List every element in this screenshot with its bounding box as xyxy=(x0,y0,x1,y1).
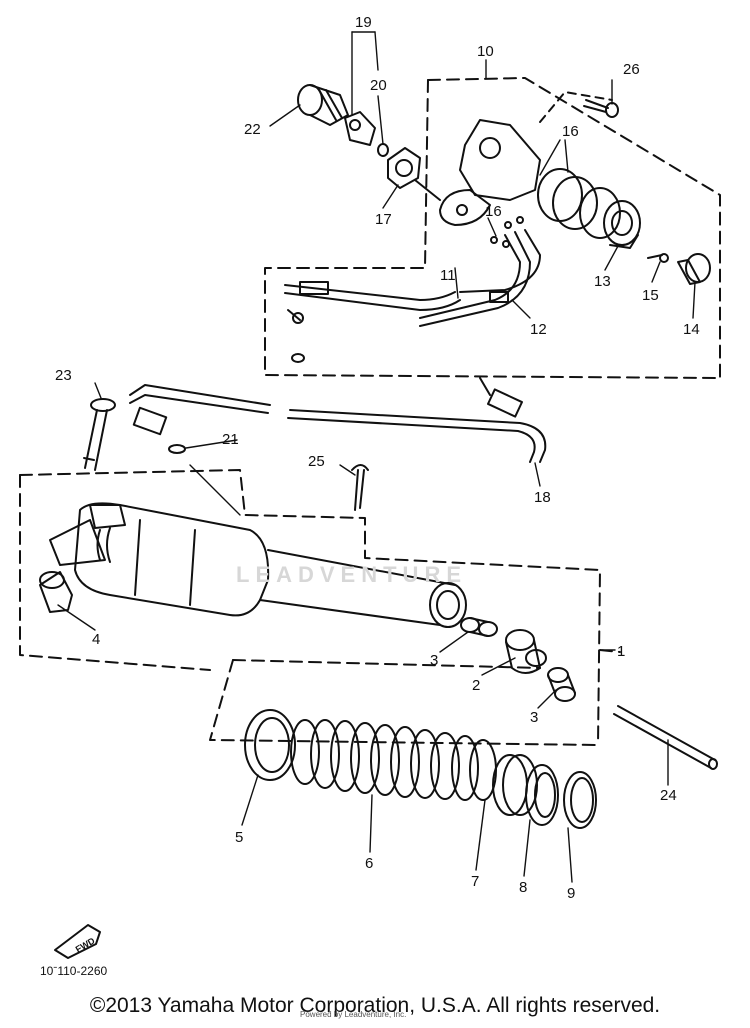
callout-6: 6 xyxy=(365,855,373,872)
rod-24 xyxy=(613,705,718,770)
ring-9 xyxy=(563,771,597,829)
ring-8 xyxy=(525,764,559,826)
callout-26: 26 xyxy=(623,61,640,78)
callout-2: 2 xyxy=(472,677,480,694)
screw-15 xyxy=(647,253,669,263)
knob-22 xyxy=(297,84,349,126)
hose-11-12 xyxy=(284,229,541,363)
callout-23: 23 xyxy=(55,367,72,384)
callout-9: 9 xyxy=(567,885,575,902)
watermark-text: LEADVENTURE xyxy=(236,562,468,587)
callout-7: 7 xyxy=(471,873,479,890)
knob-14 xyxy=(677,253,711,285)
callout-24: 24 xyxy=(660,787,677,804)
callout-21: 21 xyxy=(222,431,239,448)
nut-17 xyxy=(387,147,421,189)
callout-16-upper: 16 xyxy=(562,123,579,140)
callout-19: 19 xyxy=(355,14,372,31)
callout-8: 8 xyxy=(519,879,527,896)
bolt-23 xyxy=(83,398,116,471)
collar-3-lower xyxy=(547,667,576,702)
o-ring-21 xyxy=(168,444,186,454)
callout-20: 20 xyxy=(370,77,387,94)
spring-seat-5 xyxy=(244,709,296,781)
callout-22: 22 xyxy=(244,121,261,138)
copyright-notice: ©2013 Yamaha Motor Corporation, U.S.A. A… xyxy=(89,994,661,1017)
cotter-pin-25 xyxy=(351,464,369,511)
drawing-code: 10ˉ110-2260 xyxy=(40,964,108,978)
callout-16-lower: 16 xyxy=(485,203,502,220)
fwd-arrow-icon xyxy=(54,924,101,959)
guide-7 xyxy=(492,754,538,816)
exploded-parts-diagram: 1 2 3 3 4 5 6 7 8 9 10 11 12 13 14 15 16… xyxy=(19,14,721,959)
callout-3-upper: 3 xyxy=(430,652,438,669)
small-credit: Powered by Leadventure, Inc. xyxy=(300,1010,407,1019)
fwd-label: FWD xyxy=(74,935,97,954)
collar-3-upper xyxy=(460,617,498,637)
callout-5: 5 xyxy=(235,829,243,846)
callout-4: 4 xyxy=(92,631,100,648)
dowel-pins-16 xyxy=(490,216,524,248)
callout-18: 18 xyxy=(534,489,551,506)
o-ring-20 xyxy=(377,143,389,157)
callout-1: 1 xyxy=(617,643,625,660)
callout-17: 17 xyxy=(375,211,392,228)
hose-18 xyxy=(129,377,547,463)
callout-3-lower: 3 xyxy=(530,709,538,726)
fwd-badge: FWD xyxy=(74,935,97,954)
callout-labels: 1 2 3 3 4 5 6 7 8 9 10 11 12 13 14 15 16… xyxy=(55,14,700,902)
bushing-4 xyxy=(39,571,73,613)
adjuster-knob-13 xyxy=(537,168,641,249)
callout-10: 10 xyxy=(477,43,494,60)
callout-11: 11 xyxy=(440,267,456,284)
leader-lines xyxy=(57,31,696,883)
callout-12: 12 xyxy=(530,321,547,338)
valve-19 xyxy=(344,111,376,146)
spring-6 xyxy=(290,719,497,801)
adjuster-body-10 xyxy=(414,119,541,226)
callout-13: 13 xyxy=(594,273,611,290)
bushing-2 xyxy=(505,629,547,674)
group-box-shock-assembly xyxy=(19,469,621,746)
callout-25: 25 xyxy=(308,453,325,470)
shock-absorber-body xyxy=(49,502,467,628)
callout-14: 14 xyxy=(683,321,700,338)
bolt-26 xyxy=(583,99,619,118)
group-box-remote-adjuster xyxy=(264,77,721,379)
group-box-adjuster-knob xyxy=(539,91,613,123)
callout-15: 15 xyxy=(642,287,659,304)
